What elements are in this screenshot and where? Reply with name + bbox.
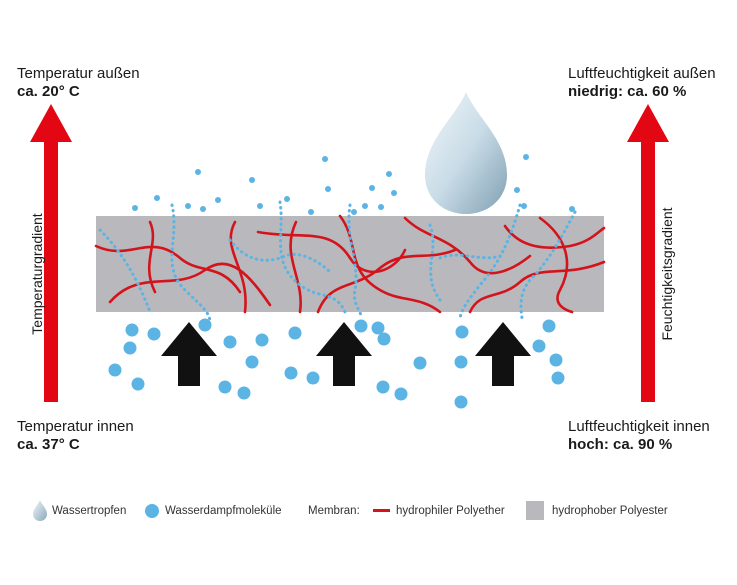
outside-temperature-value: ca. 20° C: [17, 83, 80, 100]
inside-humidity-title: Luftfeuchtigkeit innen: [568, 418, 710, 435]
temperature-gradient-arrow: [30, 104, 72, 402]
humidity-gradient-label: Feuchtigkeitsgradient: [659, 207, 675, 341]
vapor-molecules-inside: [108, 318, 565, 409]
outside-humidity-title: Luftfeuchtigkeit außen: [568, 65, 716, 82]
hydrophilic-fibers: [94, 214, 606, 314]
legend-membrane-label: Membran:: [308, 505, 360, 517]
legend-hydrophilic-label: hydrophiler Polyether: [396, 505, 505, 517]
inside-temperature-value: ca. 37° C: [17, 436, 80, 453]
water-drop-icon: [425, 92, 507, 214]
inside-temperature-title: Temperatur innen: [17, 418, 134, 435]
inside-humidity-value: hoch: ca. 90 %: [568, 436, 673, 453]
humidity-gradient-arrow: [627, 104, 669, 402]
outside-humidity-value: niedrig: ca. 60 %: [568, 83, 687, 100]
vapor-flow-arrow-left: [161, 322, 217, 386]
vapor-flow-arrow-right: [475, 322, 531, 386]
temperature-gradient-label: Temperaturgradient: [29, 213, 45, 335]
outside-temperature-label: Temperatur außen ca. 20° C: [17, 65, 140, 101]
legend-drop-icon: [33, 500, 47, 521]
vapor-particles-outside: [132, 154, 575, 215]
outside-humidity-label: Luftfeuchtigkeit außen niedrig: ca. 60 %: [568, 65, 716, 101]
inside-humidity-label: Luftfeuchtigkeit innen hoch: ca. 90 %: [568, 418, 710, 454]
legend-vapor-icon: [145, 504, 159, 518]
vapor-channels: [98, 200, 577, 324]
legend-hydrophobic-label: hydrophober Polyester: [552, 505, 668, 517]
legend-vapor-label: Wasserdampfmoleküle: [165, 505, 282, 517]
vapor-flow-arrow-middle: [316, 322, 372, 386]
outside-temperature-title: Temperatur außen: [17, 65, 140, 82]
legend-drop-label: Wassertropfen: [52, 505, 127, 517]
vapor-flow-arrows: [161, 322, 531, 386]
inside-temperature-label: Temperatur innen ca. 37° C: [17, 418, 134, 454]
legend-polyester-icon: [526, 501, 544, 520]
legend-fiber-icon: [373, 509, 390, 512]
